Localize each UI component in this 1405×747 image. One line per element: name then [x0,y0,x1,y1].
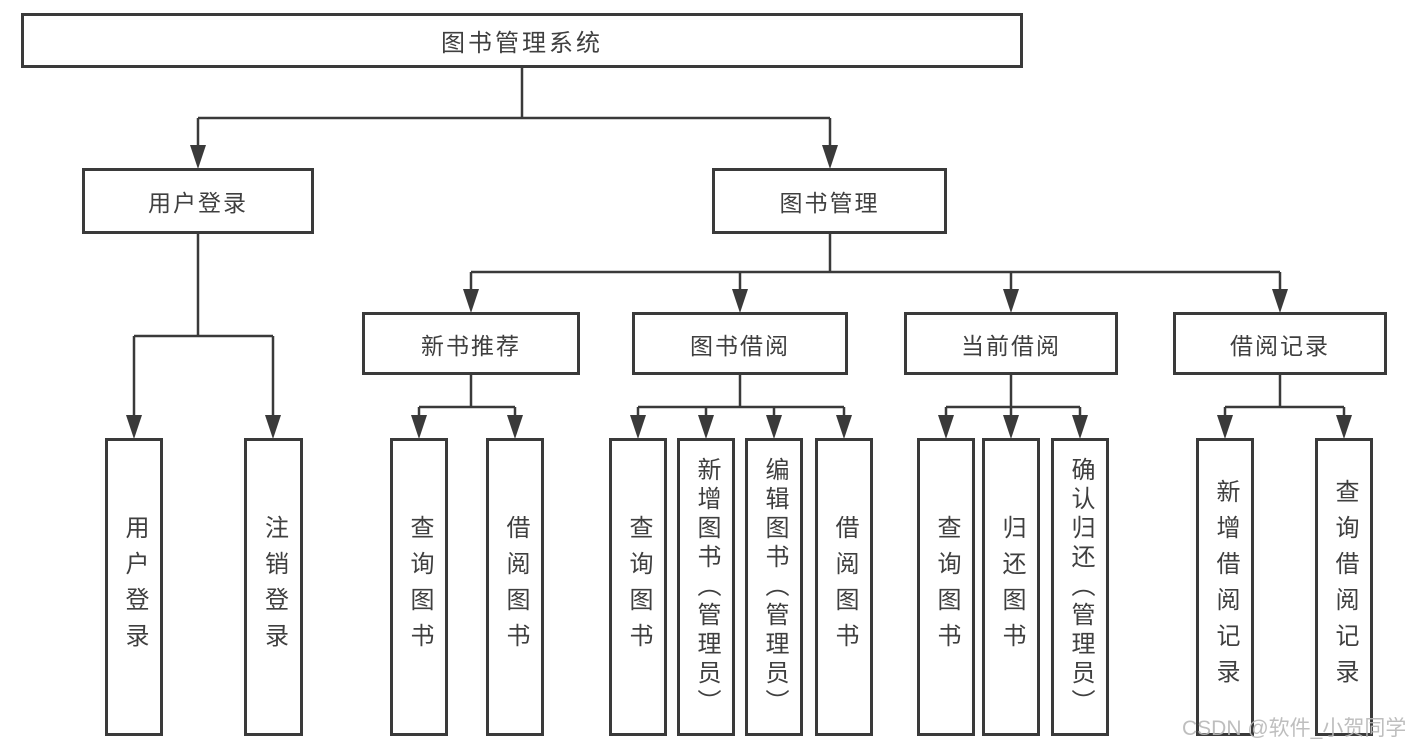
leaf-label: 查询图书 [933,515,960,659]
leaf-borrow-books-recommend: 借阅图书 [486,438,544,736]
node-book-borrow: 图书借阅 [632,312,848,375]
leaf-query-books-borrow: 查询图书 [609,438,667,736]
node-label: 图书管理 [779,190,880,216]
leaf-add-books-admin: 新增图书（管理员） [677,438,735,736]
arrowhead-icons [126,145,1352,439]
watermark: CSDN @软件_小贺同学 [1182,717,1405,740]
leaf-label: 查询图书 [625,515,652,659]
node-new-book-recommend: 新书推荐 [362,312,580,375]
node-label: 图书管理系统 [441,30,603,57]
node-borrow-records: 借阅记录 [1173,312,1387,375]
leaf-label: 借阅图书 [502,515,529,659]
leaf-label: 注销登录 [260,515,288,659]
node-library-management-system: 图书管理系统 [21,13,1023,68]
leaf-label: 用户登录 [121,515,148,659]
leaf-label: 查询借阅记录 [1331,479,1358,695]
node-label: 图书借阅 [690,332,790,359]
leaf-label: 新增图书（管理员） [693,456,720,718]
leaf-user-login: 用户登录 [105,438,163,736]
leaf-label: 借阅图书 [831,515,858,659]
node-label: 新书推荐 [421,332,521,359]
leaf-label: 编辑图书（管理员） [761,456,788,718]
leaf-query-books-current: 查询图书 [917,438,975,736]
node-label: 用户登录 [148,190,248,216]
leaf-add-borrow-record: 新增借阅记录 [1196,438,1254,736]
leaf-label: 归还图书 [998,515,1025,659]
node-label: 借阅记录 [1230,332,1330,359]
leaf-confirm-return-admin: 确认归还（管理员） [1051,438,1109,736]
leaf-borrow-books: 借阅图书 [815,438,873,736]
node-user-login: 用户登录 [82,168,314,234]
leaf-logout: 注销登录 [244,438,303,736]
leaf-label: 确认归还（管理员） [1067,456,1094,718]
node-book-management: 图书管理 [712,168,947,234]
leaf-label: 查询图书 [406,515,433,659]
node-current-borrow: 当前借阅 [904,312,1118,375]
leaf-query-books-recommend: 查询图书 [390,438,448,736]
leaf-query-borrow-record: 查询借阅记录 [1315,438,1373,736]
leaf-edit-books-admin: 编辑图书（管理员） [745,438,803,736]
leaf-return-books: 归还图书 [982,438,1040,736]
node-label: 当前借阅 [961,332,1061,359]
leaf-label: 新增借阅记录 [1212,479,1239,695]
